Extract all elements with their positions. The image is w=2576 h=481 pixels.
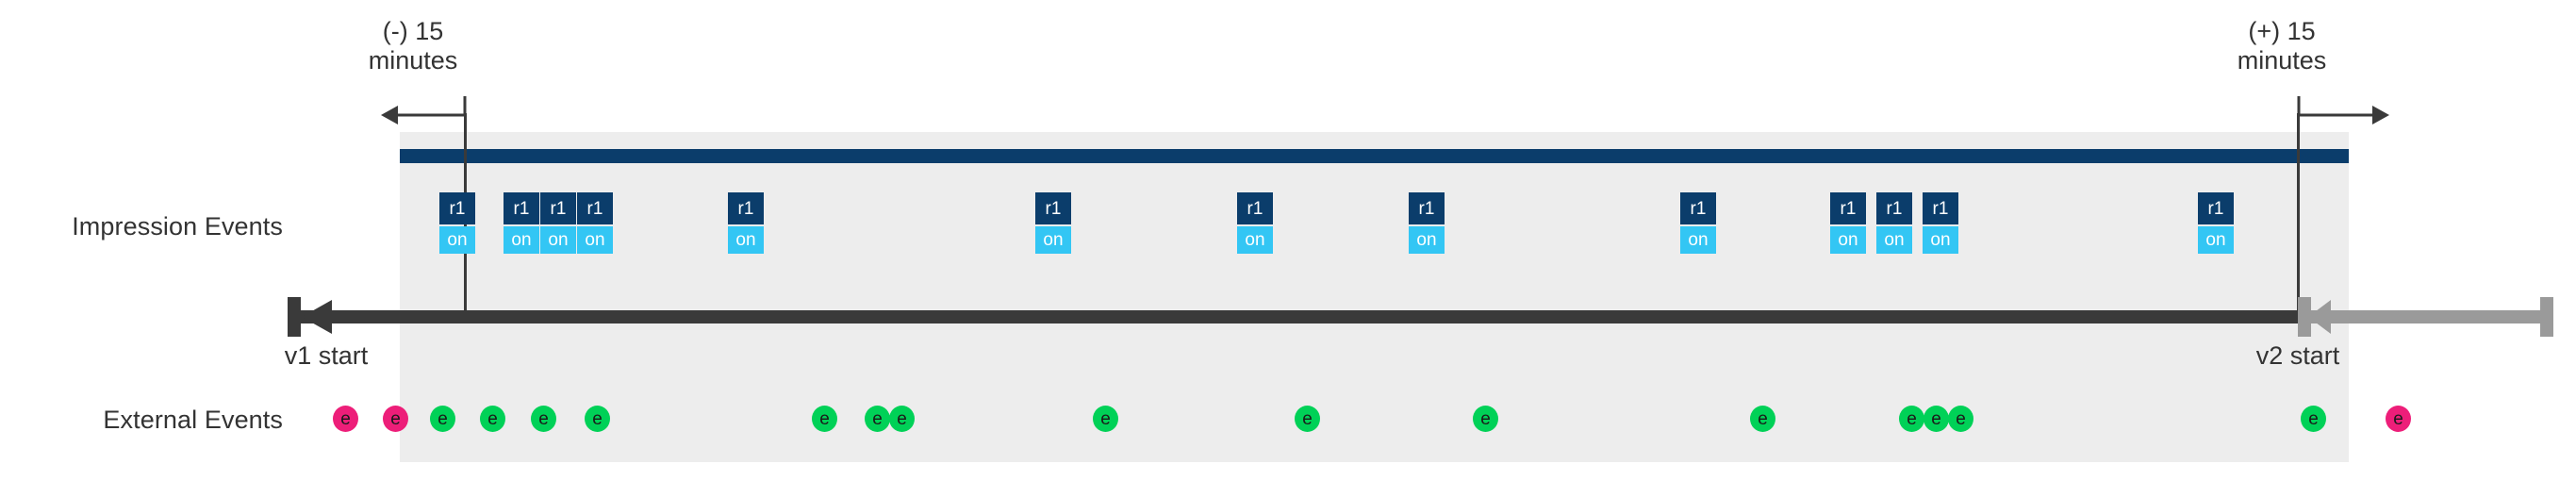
impression-chip-on: on [728,226,764,254]
impression-chip-on: on [577,226,613,254]
impression-chip-on: on [1830,226,1866,254]
impression-chip-on: on [540,226,576,254]
external-event-dot: e [531,406,556,432]
v1-timeline-start-cap [288,297,301,337]
row-label-impression-events: Impression Events [72,212,283,240]
callout-plus-15-line1: (+) 15 [2248,17,2316,45]
impression-chip-on: on [2198,226,2234,254]
external-event-dot: e [1948,406,1973,432]
impression-chip-r1: r1 [540,192,576,224]
impression-chip-r1: r1 [2198,192,2234,224]
impression-chip-on: on [1237,226,1273,254]
callout-minus-15-line1: (-) 15 [382,17,444,45]
external-event-dot: e [1473,406,1498,432]
v2-boundary-guide [2297,113,2300,319]
callout-minus-15-line2: minutes [368,46,458,75]
impression-chip-r1: r1 [1830,192,1866,224]
external-event-dot: e [1899,406,1924,432]
marker-label-v1-start: v1 start [284,341,369,370]
external-event-dot: e [1750,406,1775,432]
impression-chip-on: on [1876,226,1912,254]
impression-chip-r1: r1 [439,192,475,224]
marker-label-v2-start: v2 start [2255,341,2340,370]
callout-plus-15: (+) 15 minutes [2188,17,2376,75]
impression-chip-r1: r1 [1923,192,1958,224]
callout-minus-15: (-) 15 minutes [319,17,507,75]
callout-plus-15-arrow [2297,96,2389,124]
external-event-dot: e [383,406,408,432]
impression-chip-on: on [439,226,475,254]
external-event-dot: e [1924,406,1949,432]
impression-chip-r1: r1 [1680,192,1716,224]
external-event-dot: e [865,406,890,432]
observation-window-band [400,132,2349,462]
external-event-dot: e [585,406,610,432]
external-event-dot: e [1295,406,1320,432]
external-event-dot: e [430,406,455,432]
external-event-dot: e [2386,406,2411,432]
impression-chip-on: on [1923,226,1958,254]
v1-timeline-bar [288,310,2298,323]
impression-chip-r1: r1 [1876,192,1912,224]
v1-timeline-arrowhead-icon [302,300,332,334]
impression-chip-on: on [1035,226,1071,254]
impression-chip-on: on [1409,226,1445,254]
external-event-dot: e [2301,406,2326,432]
impression-chip-r1: r1 [1409,192,1445,224]
impression-chip-r1: r1 [504,192,539,224]
impression-chip-r1: r1 [1035,192,1071,224]
external-event-dot: e [812,406,837,432]
callout-plus-15-line2: minutes [2237,46,2327,75]
row-label-external-events: External Events [103,406,283,434]
external-event-dot: e [480,406,505,432]
v2-timeline-arrowhead-icon [2308,300,2331,334]
external-event-dot: e [889,406,915,432]
version-rule [400,149,2349,163]
external-event-dot: e [1093,406,1118,432]
v2-timeline-bar [2298,310,2553,323]
v2-timeline-start-cap [2298,297,2311,337]
impression-chip-on: on [504,226,539,254]
impression-chip-r1: r1 [577,192,613,224]
v2-timeline-end-cap [2540,297,2553,337]
impression-chip-r1: r1 [728,192,764,224]
impression-chip-r1: r1 [1237,192,1273,224]
external-event-dot: e [333,406,358,432]
impression-chip-on: on [1680,226,1716,254]
